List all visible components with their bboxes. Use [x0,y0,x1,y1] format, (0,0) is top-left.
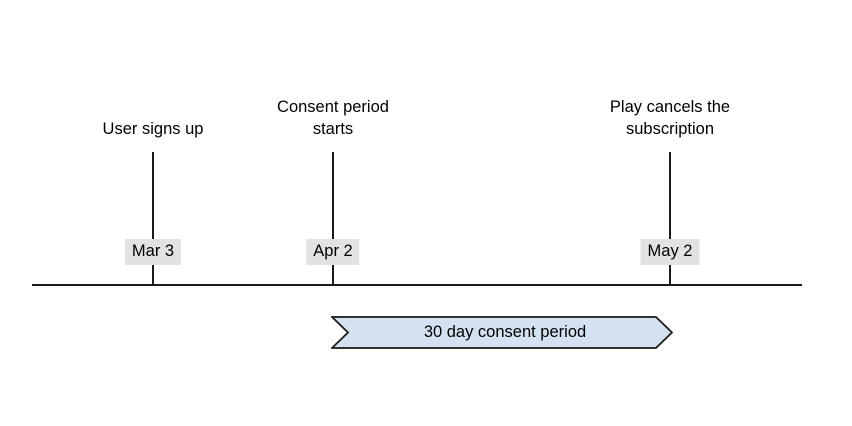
event-label-line: Play cancels the [609,98,731,116]
event-tick-line [152,152,154,285]
event-label: Consent period starts [277,96,389,140]
event-label-line: Consent period [277,98,389,116]
chevron-arrow-shape [331,316,673,349]
event-label: User signs up [103,118,204,140]
event-date-badge: Apr 2 [306,239,360,265]
event-label-line: User signs up [102,120,204,138]
event-label-line: starts [312,120,354,138]
event-date-badge: Mar 3 [124,239,182,265]
consent-period-banner: 30 day consent period [331,316,673,349]
event-date-badge: May 2 [640,239,700,265]
event-label-line: subscription [625,120,715,138]
event-tick-line [332,152,334,285]
event-tick-line [669,152,671,285]
consent-period-banner-label: 30 day consent period [423,323,587,341]
timeline-axis [32,284,802,286]
event-label: Play cancels the subscription [610,96,730,140]
